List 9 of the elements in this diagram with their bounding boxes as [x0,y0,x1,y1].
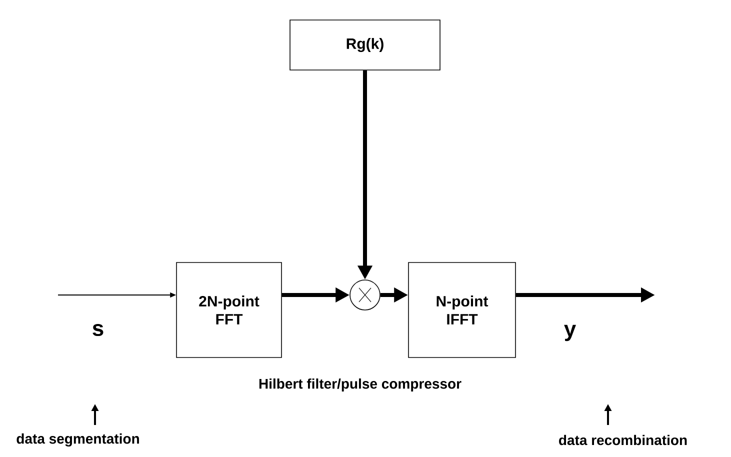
process-box: 2N-point FFT [176,262,282,358]
process-box: Rg(k) [290,20,440,70]
stage-label: data recombination [559,434,687,446]
signal-label: y [564,324,576,342]
stage-label: data segmentation [16,433,139,447]
multiplier-circle [350,280,380,310]
signal-label: s [92,324,104,336]
process-box: N-point IFFT [408,262,516,358]
block-caption: Hilbert filter/pulse compressor [259,378,462,392]
